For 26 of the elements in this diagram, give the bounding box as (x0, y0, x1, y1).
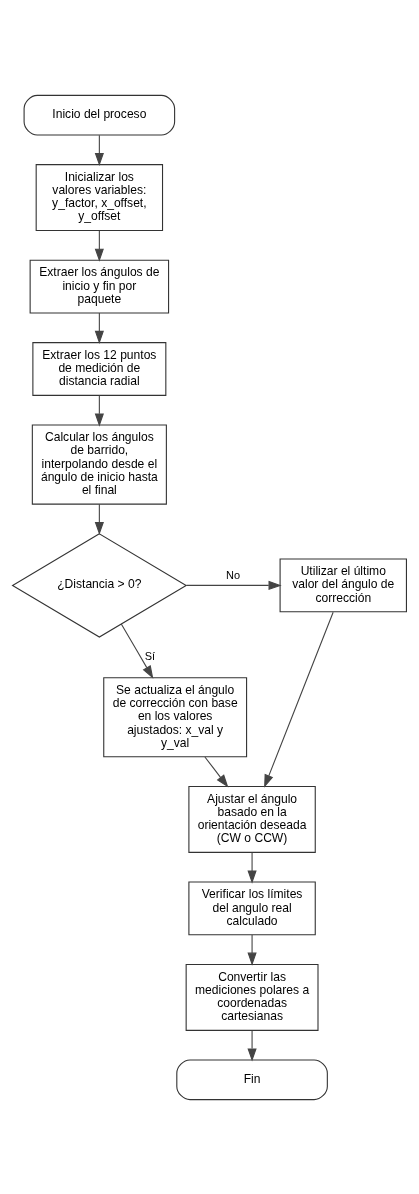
arrow (94, 134, 104, 166)
arrow (94, 229, 104, 262)
node-box: Convertir las mediciones polares a coordenadas cartesianas (185, 963, 319, 1031)
node-box: Calcular los ángulos de barrido, interpolando desde el ángulo de inicio hasta el final (31, 423, 167, 505)
node-box: Ajustar el ángulo basado en la orientación deseada (CW o CCW) (188, 785, 316, 853)
arrow (94, 503, 104, 535)
arrow (264, 611, 334, 788)
arrow (94, 312, 104, 344)
node-box: Inicio del proceso (23, 94, 176, 135)
arrow (247, 934, 257, 966)
node-box: Verificar los límites del angulo real calculado (188, 881, 316, 935)
node-box: Extraer los ángulos de inicio y fin por paquete (29, 259, 170, 313)
node-box: Se actualiza el ángulo de corrección con base en los valores ajustados: x_val y y_val (103, 676, 248, 757)
edge-label: Sí (144, 649, 156, 662)
arrow (247, 1029, 257, 1062)
node-box: Fin (176, 1059, 328, 1100)
edge-label: No (226, 568, 241, 581)
node-box: Inicializar los valores variables: y_factor, x_offset, y_offset (35, 163, 164, 231)
arrow (204, 755, 229, 788)
arrow (120, 622, 154, 679)
arrow (94, 394, 104, 427)
arrow (185, 580, 282, 590)
arrow (247, 851, 257, 884)
node-diamond: ¿Distancia > 0? (11, 532, 188, 638)
node-box: Extraer los 12 puntos de medición de distancia radial (32, 341, 167, 396)
node-box: Utilizar el último valor del ángulo de corrección (279, 558, 407, 612)
